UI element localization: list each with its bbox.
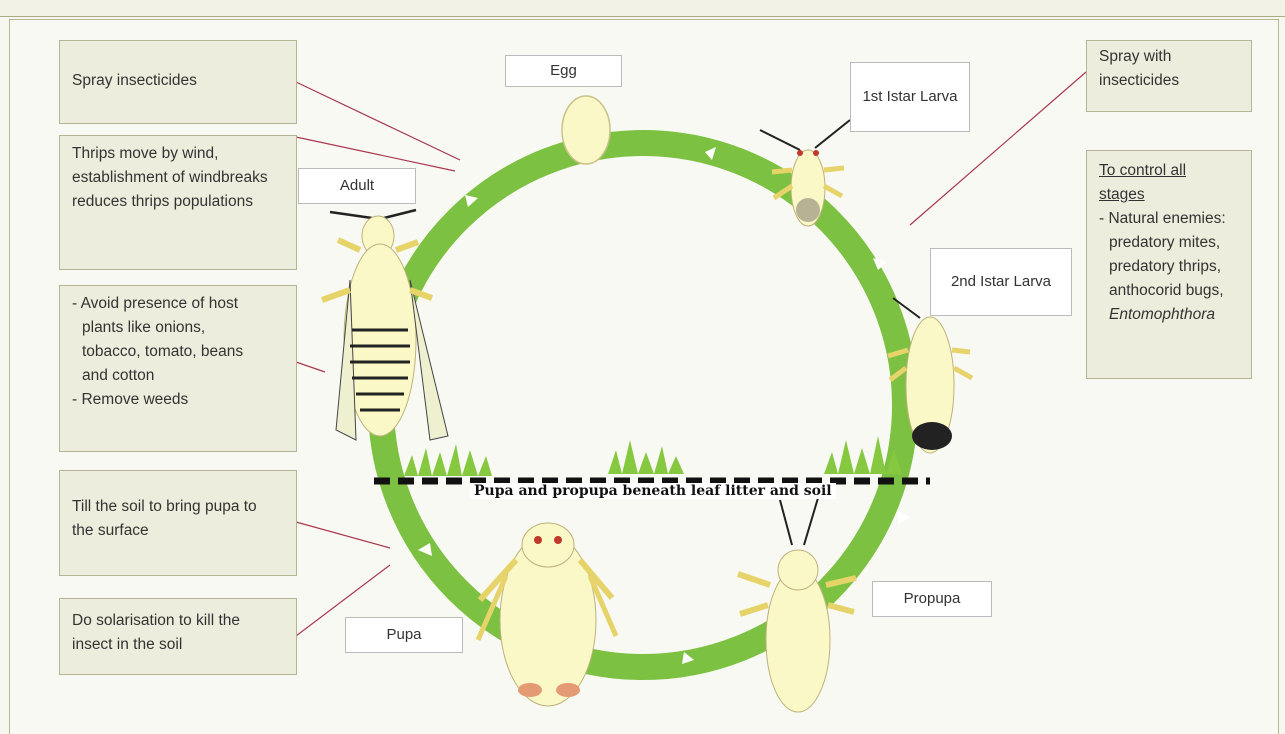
larva1-label: 1st Istar Larva [850, 62, 970, 132]
connector-line [296, 137, 455, 171]
pupa-label: Pupa [345, 617, 463, 653]
connector-line [296, 362, 325, 372]
natural-line-2: predatory mites, [1099, 231, 1239, 255]
natural-line-4: anthocorid bugs, [1099, 279, 1239, 303]
grass-tuft [608, 440, 684, 474]
ring-arrow [898, 510, 910, 524]
adult-label: Adult [298, 168, 416, 204]
propupa-label: Propupa [872, 581, 992, 617]
egg-shape [562, 96, 610, 164]
control-box: To control all stages - Natural enemies:… [1086, 150, 1252, 379]
host-line-5: - Remove weeds [72, 388, 284, 412]
wind-box: Thrips move by wind, establishment of wi… [59, 135, 297, 270]
larva2-label: 2nd Istar Larva [930, 248, 1072, 316]
natural-line-3: predatory thrips, [1099, 255, 1239, 279]
wind-text: Thrips move by wind, establishment of wi… [72, 142, 272, 214]
grass [404, 436, 902, 476]
connector-line [296, 522, 390, 548]
till-box: Till the soil to bring pupa to the surfa… [59, 470, 297, 576]
soil-caption: Pupa and propupa beneath leaf litter and… [470, 483, 836, 499]
spray-box: Spray insecticides [59, 40, 297, 124]
host-line-1: - Avoid presence of host [72, 292, 284, 316]
host-line-2: plants like onions, [72, 316, 284, 340]
till-text: Till the soil to bring pupa to the surfa… [72, 495, 282, 543]
spray-text: Spray insecticides [72, 69, 284, 93]
host-line-3: tobacco, tomato, beans [72, 340, 284, 364]
propupa-figure [738, 498, 856, 712]
lifecycle-ring [381, 143, 905, 667]
control-title: To control all stages [1099, 159, 1209, 207]
solar-text: Do solarisation to kill the insect in th… [72, 609, 272, 657]
host-box: - Avoid presence of host plants like oni… [59, 285, 297, 452]
connector-line [296, 82, 460, 160]
egg-label: Egg [505, 55, 622, 87]
host-line-4: and cotton [72, 364, 284, 388]
natural-line-1: - Natural enemies: [1099, 207, 1239, 231]
spray-with-box: Spray with insecticides [1086, 40, 1252, 112]
spray-with-text: Spray with insecticides [1099, 45, 1209, 93]
solar-box: Do solarisation to kill the insect in th… [59, 598, 297, 675]
grass-tuft [404, 444, 492, 476]
natural-line-5: Entomophthora [1099, 303, 1239, 327]
